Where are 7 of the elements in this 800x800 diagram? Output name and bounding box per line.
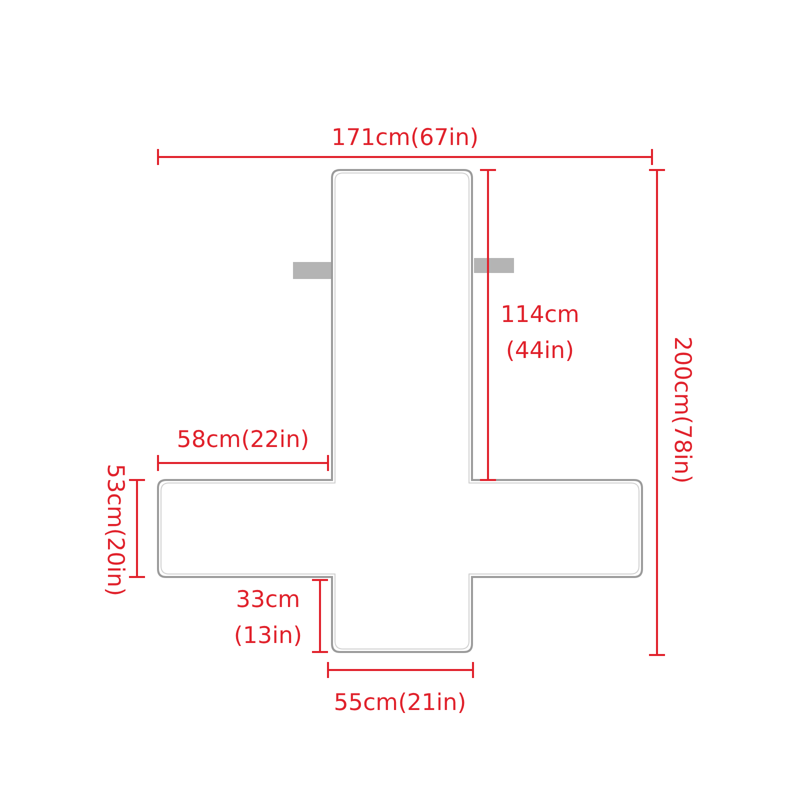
dimension-label: 171cm(67in): [331, 124, 479, 153]
dimension-label: 114cm (44in): [500, 301, 580, 366]
dimension-label: 55cm(21in): [334, 689, 466, 718]
dimension-label: 33cm (13in): [232, 586, 304, 651]
dimension-label: 58cm(22in): [176, 426, 310, 455]
dimension-label: 53cm(20in): [101, 464, 129, 596]
dimension-label: 200cm(78in): [668, 336, 696, 484]
